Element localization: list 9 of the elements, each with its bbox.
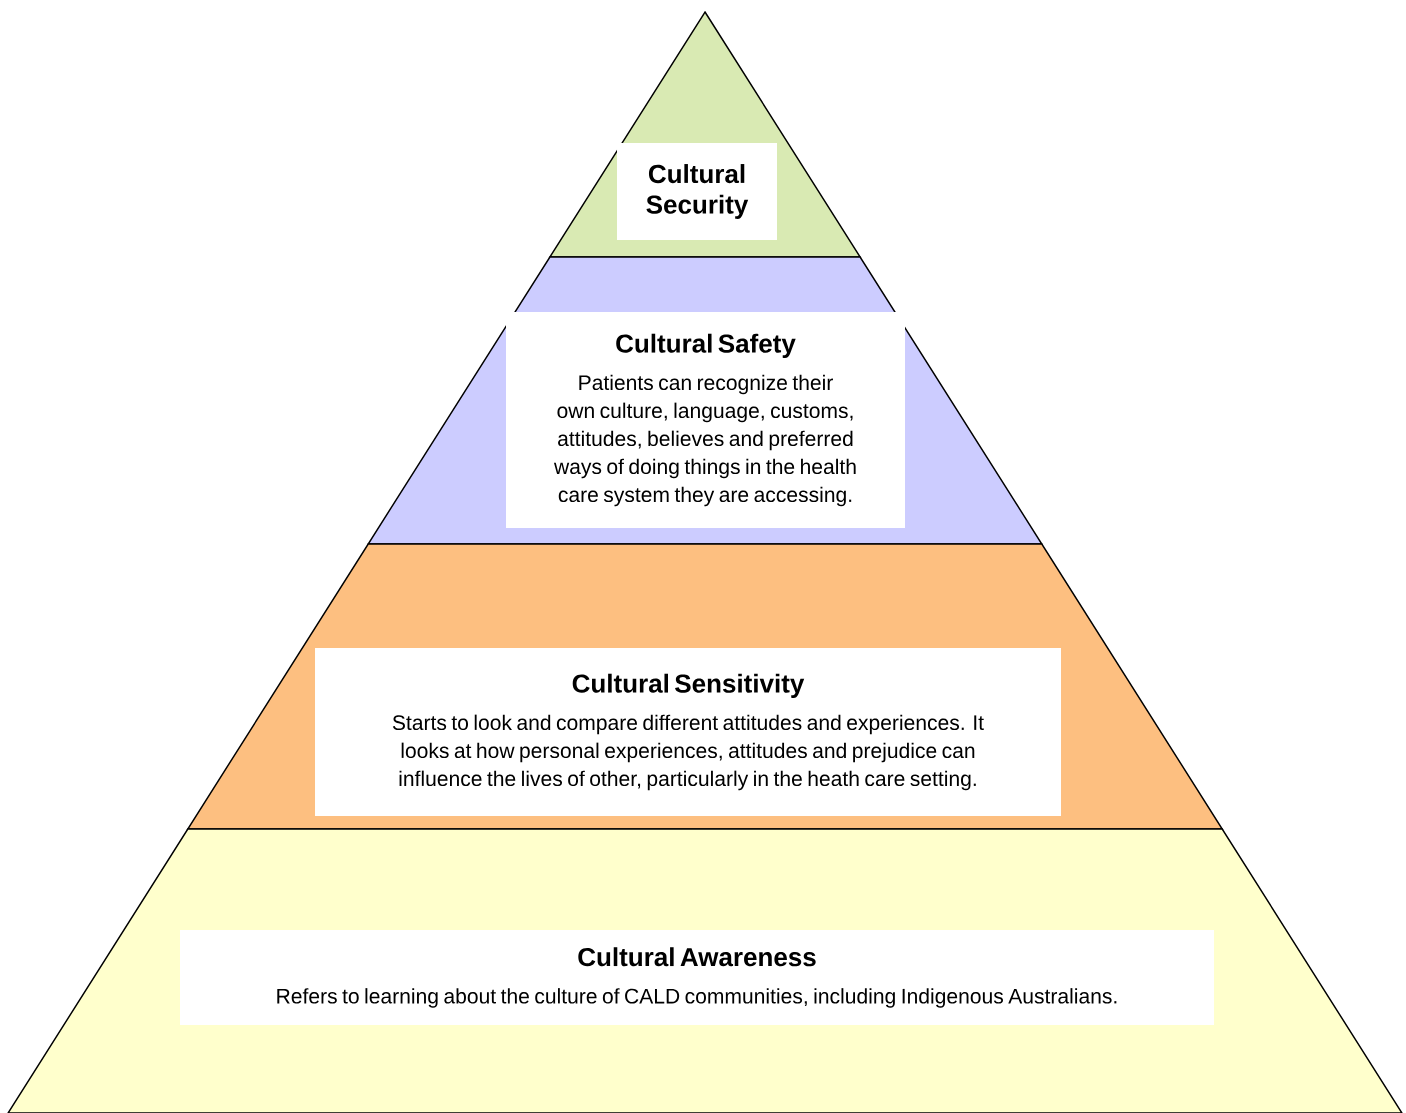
node-label: Starts to look and compare different attitudes and experiences. It looks at how personal experiences, attitudes and prejudice can influence the lives of other, particularly in the heath care setting.	[392, 714, 984, 791]
node-label: Cultural Safety	[616, 333, 796, 358]
text-box: Cultural Sensitivity Starts to look and compare different attitudes and experiences. It looks at how personal experiences, attitudes and prejudice can influence the lives of other, particularly in the heath care setting.	[315, 648, 1061, 816]
text-box: Cultural Security	[617, 143, 777, 240]
text-box: Cultural Awareness Refers to learning about the culture of CALD communities, including Indigenous Australians.	[180, 930, 1214, 1025]
node-label: Cultural Sensitivity	[572, 673, 805, 698]
node-label: Cultural Security	[646, 164, 749, 219]
node-label: Patients can recognize their own culture, language, customs, attitudes, believes and preferred ways of doing things in the health care system they are accessing.	[553, 374, 856, 507]
text-box: Cultural Safety Patients can recognize their own culture, language, customs, attitudes, believes and preferred ways of doing things in the health care system they are accessing.	[506, 312, 905, 528]
